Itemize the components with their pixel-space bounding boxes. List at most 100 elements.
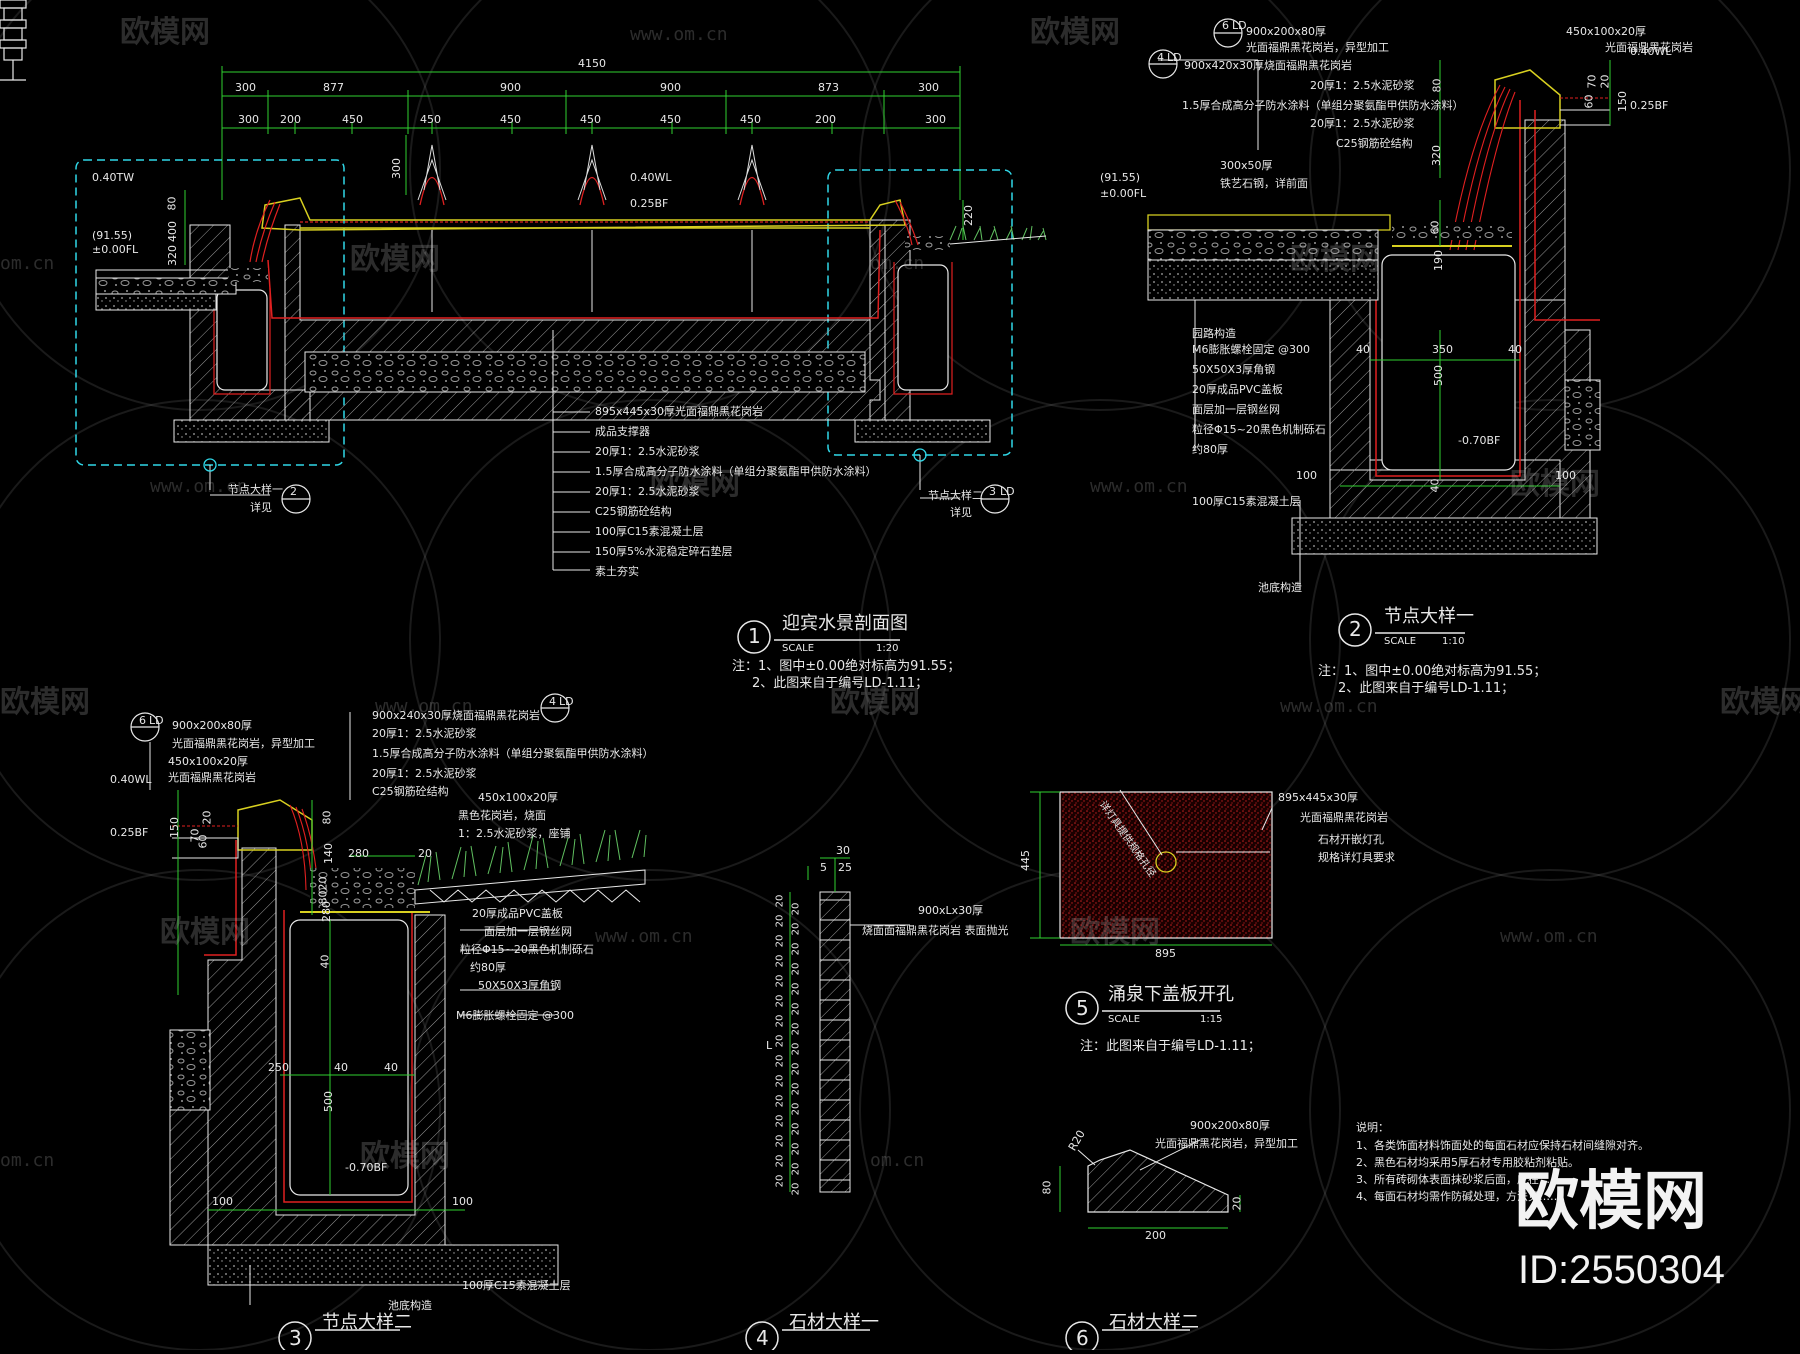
- detail2-dim: 280: [348, 847, 369, 860]
- detail1-dim: 320: [1430, 145, 1443, 166]
- stone1-rib-dim: 20: [774, 1054, 786, 1068]
- stone1-rib-dim: 20: [790, 1182, 802, 1196]
- stone1-dim: 25: [838, 861, 852, 874]
- plate-scale-label: SCALE: [1108, 1014, 1141, 1025]
- detail1-number: 2: [1349, 617, 1362, 641]
- stone-detail-2-drawing: [1059, 1139, 1241, 1354]
- callout-left-sub: 详见: [250, 501, 272, 514]
- detail2-label: 黑色花岗岩，烧面: [458, 809, 546, 822]
- detail2-label: 粒径Φ15~20黑色机制砾石: [460, 943, 594, 956]
- detail1-dim: 190: [1432, 250, 1445, 271]
- watermark-logo: 欧模网: [160, 915, 250, 950]
- watermark-url: www.om.cn: [1500, 926, 1598, 947]
- detail1-label: 光面福鼎黑花岗岩: [1605, 41, 1693, 54]
- detail1-label: 约80厚: [1192, 443, 1228, 456]
- detail1-label: 100厚C15素混凝土层: [1192, 495, 1301, 508]
- detail1-dim: 100: [1296, 469, 1317, 482]
- detail2-dim: 20: [418, 847, 432, 860]
- section-note-1: 注：1、图中±0.00绝对标高为91.55；: [732, 659, 961, 674]
- stone2-label: 900x200x80厚: [1190, 1119, 1271, 1132]
- section-number: 1: [748, 624, 761, 648]
- dim-row2: 450: [342, 113, 363, 126]
- dim-row1: 300: [235, 81, 256, 94]
- detail1-dim: 150: [1616, 91, 1629, 112]
- detail1-label: C25钢筋砼结构: [1336, 137, 1413, 150]
- layer-label: 150厚5%水泥稳定碎石垫层: [595, 545, 733, 558]
- dim-row1: 900: [660, 81, 681, 94]
- detail1-label: M6膨胀螺栓固定 @300: [1192, 343, 1310, 356]
- layer-label: 20厚1：2.5水泥砂浆: [595, 445, 700, 458]
- detail2-number: 3: [289, 1326, 302, 1350]
- detail2-dim: 100: [212, 1195, 233, 1208]
- stone1-rib-dim: 20: [790, 942, 802, 956]
- d1-level-abs: (91.55): [1100, 171, 1141, 184]
- section-scale-label: SCALE: [782, 643, 815, 654]
- stone1-rib-dim: 20: [774, 954, 786, 968]
- plate-title: 涌泉下盖板开孔: [1108, 984, 1234, 1005]
- detail2-label: M6膨胀螺栓固定 @300: [456, 1009, 574, 1022]
- dim-row2: 200: [280, 113, 301, 126]
- detail2-dim: 20: [200, 810, 214, 825]
- detail1-dim: 70: [1585, 74, 1599, 89]
- plate-note: 注：此图来自于编号LD-1.11；: [1080, 1039, 1261, 1054]
- dim-row1: 300: [918, 81, 939, 94]
- detail2-label: 光面福鼎黑花岗岩: [168, 771, 256, 784]
- detail-1-drawing: [1147, 18, 1611, 647]
- dim-v: 220: [962, 205, 975, 226]
- stone1-rib-dim: 20: [774, 1094, 786, 1108]
- d2-level-bf: 0.25BF: [110, 826, 149, 839]
- watermark-url: www.om.cn: [595, 926, 693, 947]
- dim-v: 300: [390, 158, 403, 179]
- detail2-label: 450x100x20厚: [168, 755, 249, 768]
- detail2-label: 20厚成品PVC盖板: [472, 907, 563, 920]
- stone1-rib-dim: 20: [774, 1074, 786, 1088]
- stone1-rib-dim: 20: [790, 1062, 802, 1076]
- stone1-number: 4: [756, 1326, 769, 1350]
- stone1-rib-dim: 20: [774, 1134, 786, 1148]
- detail2-dim: 80: [320, 810, 334, 825]
- layer-label: 1.5厚合成高分子防水涂料（单组分聚氨酯甲供防水涂料）: [595, 465, 877, 478]
- d2-level-wl: 0.40WL: [110, 773, 152, 786]
- detail2-dim: 40: [318, 954, 332, 969]
- detail1-label: 20厚成品PVC盖板: [1192, 383, 1283, 396]
- stone2-dim-end: 20: [1230, 1196, 1244, 1211]
- plate-label: 895x445x30厚: [1278, 791, 1359, 804]
- detail1-note-2: 2、此图来自于编号LD-1.11；: [1338, 681, 1515, 696]
- d1-level-bf: 0.25BF: [1630, 99, 1669, 112]
- level-fl: ±0.00FL: [92, 243, 139, 256]
- stone1-rib-dim: 20: [790, 1162, 802, 1176]
- ref-sheet: LD: [559, 695, 574, 708]
- stone2-title: 石材大样二: [1109, 1312, 1199, 1333]
- stone2-dim-h: 80: [1040, 1180, 1054, 1195]
- layer-label: 素土夯实: [595, 565, 639, 578]
- detail2-dim: 500: [322, 1091, 335, 1112]
- detail2-dim: 100: [452, 1195, 473, 1208]
- watermark-url: www.om.cn: [1090, 476, 1188, 497]
- detail2-label: 光面福鼎黑花岗岩，异型加工: [172, 737, 315, 750]
- level-wl: 0.40WL: [630, 171, 672, 184]
- main-section-drawing: [0, 0, 1047, 654]
- layer-label: C25钢筋砼结构: [595, 505, 672, 518]
- detail1-scale: 1:10: [1442, 636, 1465, 647]
- detail1-note-1: 注：1、图中±0.00绝对标高为91.55；: [1318, 664, 1547, 679]
- watermark-url: www.om.cn: [1280, 696, 1378, 717]
- detail2-dim: 150: [168, 817, 181, 838]
- stone1-rib-dim: 20: [774, 1034, 786, 1048]
- dim-v: 80: [165, 196, 179, 211]
- callout-left-label: 节点大样一: [228, 483, 283, 496]
- detail2-label: 20厚1：2.5水泥砂浆: [372, 727, 477, 740]
- detail1-scale-label: SCALE: [1384, 636, 1417, 647]
- notes-item: 4、每面石材均需作防碱处理，方法见……: [1356, 1190, 1561, 1203]
- detail2-label: 900x200x80厚: [172, 719, 253, 732]
- d2-level-pool: -0.70BF: [345, 1161, 388, 1174]
- detail1-label: 300x50厚: [1220, 159, 1273, 172]
- stone1-rib-dim: 20: [790, 1002, 802, 1016]
- detail1-label: 粒径Φ15~20黑色机制砾石: [1192, 423, 1326, 436]
- stone1-dim: 5: [820, 861, 827, 874]
- detail1-label: 900x200x80厚: [1246, 25, 1327, 38]
- d1-level-wl: 0.40WL: [1630, 45, 1672, 58]
- detail1-label: 铁艺石钢，详前面: [1220, 177, 1308, 190]
- callout-left-num: 2: [290, 485, 297, 498]
